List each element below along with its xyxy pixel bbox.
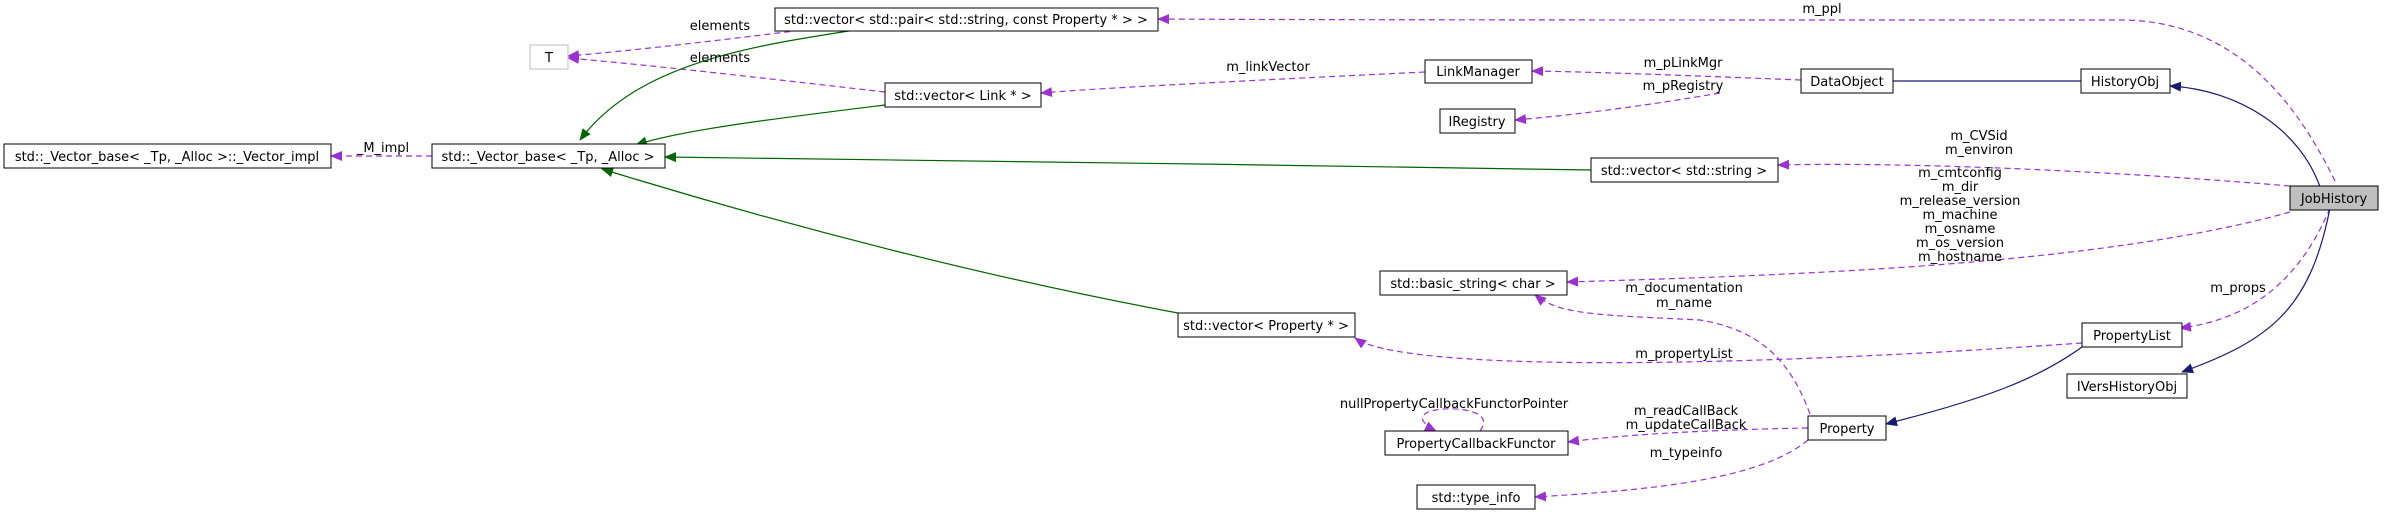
edge-template-property	[601, 167, 1179, 314]
node-property-callback-functor-label: PropertyCallbackFunctor	[1397, 437, 1557, 452]
label-m-name: m_name	[1656, 296, 1712, 311]
edge-m-plinkmgr	[1531, 66, 1802, 81]
node-property-label: Property	[1819, 422, 1874, 437]
node-iregistry-label: IRegistry	[1448, 115, 1505, 130]
label-m-pregistry: m_pRegistry	[1643, 79, 1724, 94]
node-data-object[interactable]: DataObject	[1800, 68, 1894, 94]
node-vector-base-impl-label: std::_Vector_base< _Tp, _Alloc >::_Vecto…	[15, 150, 319, 165]
label-m-osname: m_osname	[1925, 222, 1996, 237]
node-vector-property[interactable]: std::vector< Property * >	[1177, 312, 1356, 338]
node-data-object-label: DataObject	[1810, 75, 1883, 90]
label-m-hostname: m_hostname	[1918, 250, 2002, 265]
node-type-info[interactable]: std::type_info	[1416, 484, 1536, 510]
edge-m-ppl	[1157, 14, 2336, 182]
label-m-documentation: m_documentation	[1625, 281, 1743, 296]
label-m-impl: _M_impl	[356, 141, 409, 156]
label-m-props: m_props	[2210, 281, 2266, 296]
edge-template-string	[664, 152, 1592, 171]
label-elements-pair: elements	[690, 19, 751, 34]
node-link-manager[interactable]: LinkManager	[1424, 59, 1533, 84]
edge-null-callback	[1421, 408, 1484, 432]
label-m-linkvector: m_linkVector	[1226, 60, 1310, 75]
node-vector-base-label: std::_Vector_base< _Tp, _Alloc >	[441, 150, 654, 165]
edge-elements-link	[567, 53, 886, 93]
edge-template-pair	[579, 27, 869, 141]
edge-m-propertylist	[1354, 337, 2083, 364]
label-m-updatecallback: m_updateCallBack	[1626, 418, 1747, 433]
node-ivers-history-obj-label: IVersHistoryObj	[2077, 380, 2177, 395]
node-basic-string[interactable]: std::basic_string< char >	[1379, 270, 1568, 296]
edges	[330, 14, 2336, 502]
node-vector-link[interactable]: std::vector< Link * >	[884, 82, 1042, 108]
label-m-propertylist: m_propertyList	[1635, 347, 1733, 362]
edge-m-documentation	[1534, 294, 1811, 415]
edge-inherit-historyobj	[2169, 81, 2321, 188]
label-m-readcallback: m_readCallBack	[1634, 404, 1739, 419]
label-m-plinkmgr: m_pLinkMgr	[1644, 56, 1724, 71]
label-null-callback: nullPropertyCallbackFunctorPointer	[1340, 397, 1569, 412]
node-vector-property-label: std::vector< Property * >	[1183, 319, 1349, 334]
node-history-obj-label: HistoryObj	[2091, 75, 2159, 90]
node-vector-base[interactable]: std::_Vector_base< _Tp, _Alloc >	[431, 143, 666, 169]
node-vector-pair[interactable]: std::vector< std::pair< std::string, con…	[774, 7, 1159, 32]
edge-callbacks	[1567, 427, 1809, 446]
label-m-environ: m_environ	[1945, 143, 2013, 158]
label-m-cvsid: m_CVSid	[1950, 129, 2007, 144]
label-m-machine: m_machine	[1922, 208, 1997, 223]
node-basic-string-label: std::basic_string< char >	[1390, 277, 1555, 292]
node-vector-pair-label: std::vector< std::pair< std::string, con…	[784, 13, 1148, 28]
node-vector-link-label: std::vector< Link * >	[894, 89, 1031, 104]
label-m-release-version: m_release_version	[1900, 194, 2021, 209]
node-iregistry[interactable]: IRegistry	[1439, 108, 1516, 134]
edge-template-link	[635, 104, 886, 147]
edge-m-cvsid	[1777, 159, 2291, 187]
node-T[interactable]: T	[529, 44, 569, 70]
node-history-obj[interactable]: HistoryObj	[2080, 68, 2171, 94]
edge-labels: m_ppl elements elements m_linkVector m_p…	[356, 2, 2266, 461]
label-m-os-version: m_os_version	[1916, 236, 2004, 251]
edge-m-pregistry	[1514, 92, 1721, 125]
label-elements-link: elements	[690, 51, 751, 66]
edge-m-linkvector	[1040, 71, 1426, 98]
nodes: std::vector< std::pair< std::string, con…	[3, 7, 2379, 510]
label-m-typeinfo: m_typeinfo	[1650, 446, 1723, 461]
node-type-info-label: std::type_info	[1432, 491, 1521, 506]
node-property[interactable]: Property	[1807, 415, 1887, 441]
edge-m-typeinfo	[1534, 439, 1809, 502]
node-property-callback-functor[interactable]: PropertyCallbackFunctor	[1384, 430, 1569, 456]
node-ivers-history-obj[interactable]: IVersHistoryObj	[2066, 373, 2188, 399]
edge-m-props	[2179, 207, 2331, 332]
node-T-label: T	[544, 51, 553, 66]
label-m-ppl: m_ppl	[1802, 2, 1841, 17]
node-job-history-label: JobHistory	[2300, 192, 2368, 207]
edge-inherit-propertylist	[1885, 340, 2091, 427]
node-vector-base-impl[interactable]: std::_Vector_base< _Tp, _Alloc >::_Vecto…	[3, 143, 332, 169]
node-vector-string-label: std::vector< std::string >	[1601, 164, 1767, 179]
node-property-list[interactable]: PropertyList	[2081, 322, 2183, 348]
node-link-manager-label: LinkManager	[1436, 65, 1520, 80]
edge-m-basic-string	[1566, 211, 2291, 287]
node-vector-string[interactable]: std::vector< std::string >	[1590, 157, 1779, 183]
node-property-list-label: PropertyList	[2093, 329, 2171, 344]
edge-inherit-ivershistoryobj	[2181, 207, 2331, 373]
label-m-cmtconfig: m_cmtconfig	[1918, 166, 2002, 181]
label-m-dir: m_dir	[1942, 180, 1979, 195]
node-job-history[interactable]: JobHistory	[2289, 185, 2379, 211]
